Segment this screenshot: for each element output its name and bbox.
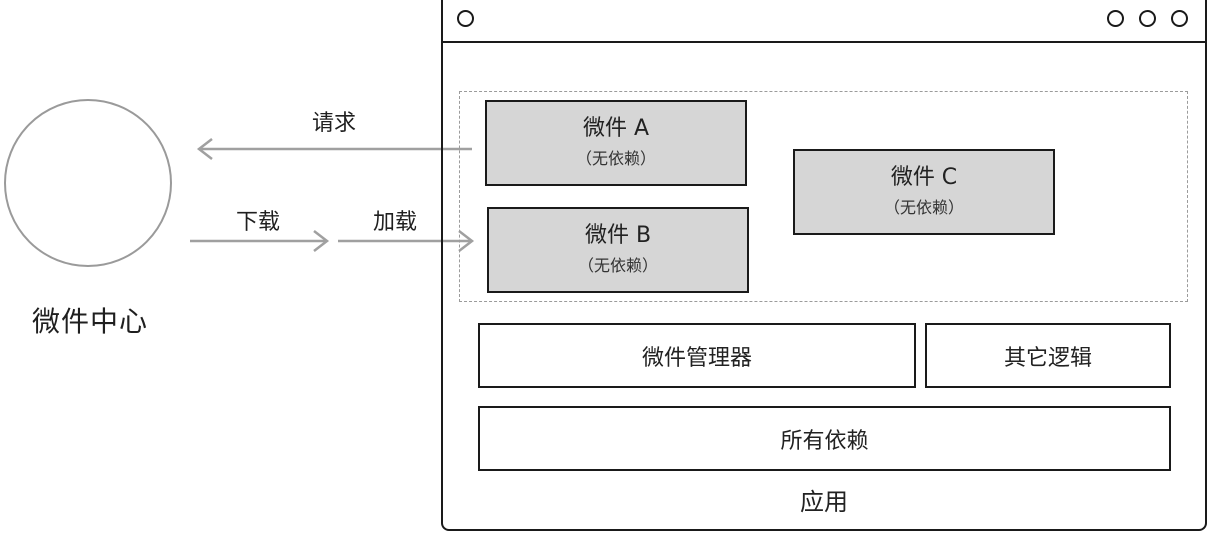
window-minimize-dot-icon (1107, 10, 1124, 27)
download-arrow (190, 230, 330, 252)
widget-hub-circle (4, 99, 172, 267)
widget-hub-label: 微件中心 (31, 305, 148, 338)
window-close-dot-icon (1171, 10, 1188, 27)
widget-manager-box: 微件管理器 (478, 323, 916, 388)
widget-b-subtitle: （无依赖） (577, 256, 658, 275)
widget-c-title: 微件 C (890, 165, 958, 190)
app-label: 应用 (800, 488, 848, 516)
all-dependencies-box: 所有依赖 (478, 406, 1171, 471)
window-menu-dot-icon (457, 10, 474, 27)
window-maximize-dot-icon (1139, 10, 1156, 27)
widget-b-title: 微件 B (584, 223, 652, 248)
load-arrow (338, 230, 475, 252)
download-label: 下载 (235, 210, 280, 235)
load-label: 加载 (372, 210, 417, 235)
request-arrow (196, 138, 472, 160)
app-window (441, 0, 1207, 531)
widget-a: 微件 A （无依赖） (485, 100, 747, 186)
widget-b: 微件 B （无依赖） (487, 207, 749, 293)
app-title-bar (441, 0, 1207, 43)
widget-c: 微件 C （无依赖） (793, 149, 1055, 235)
widget-a-title: 微件 A (582, 116, 650, 141)
widget-a-subtitle: （无依赖） (575, 149, 656, 168)
widget-zone (459, 91, 1188, 302)
widget-c-subtitle: （无依赖） (883, 198, 964, 217)
other-logic-box: 其它逻辑 (925, 323, 1171, 388)
request-label: 请求 (311, 111, 356, 136)
